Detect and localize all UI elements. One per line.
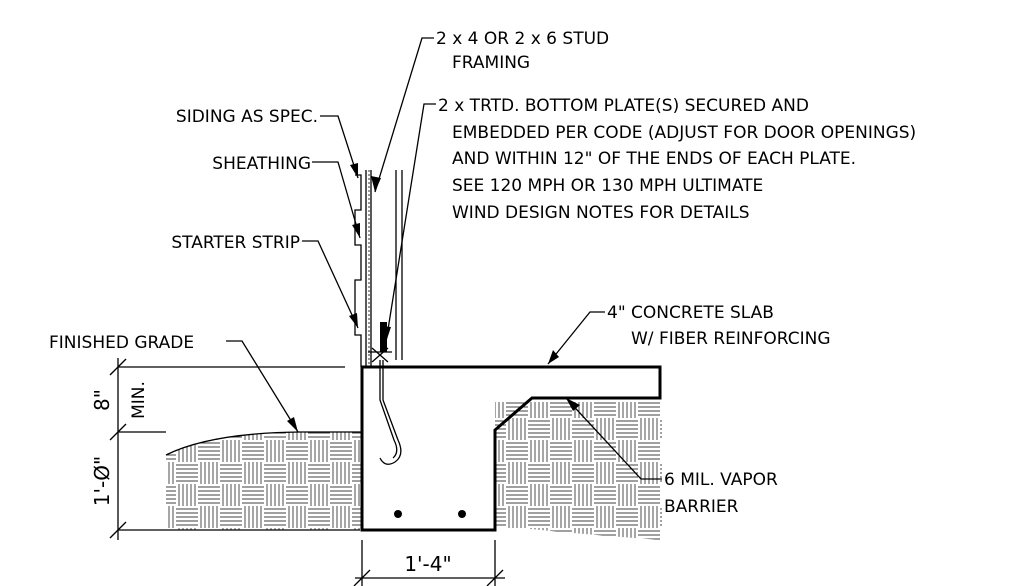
label-bottom-plate-4: SEE 120 MPH OR 130 MPH ULTIMATE (452, 176, 763, 196)
dimension-lines (109, 358, 505, 586)
dim-footing-depth: 1'-Ø" (90, 456, 114, 506)
label-sheathing: SHEATHING (212, 154, 311, 174)
dim-height-min-note: MIN. (129, 381, 149, 419)
label-bottom-plate-5: WIND DESIGN NOTES FOR DETAILS (452, 203, 750, 223)
soil-hatch (165, 402, 662, 540)
concrete-slab-footing (360, 365, 662, 532)
label-bottom-plate-3: AND WITHIN 12" OF THE ENDS OF EACH PLATE… (452, 149, 856, 169)
dim-height-above-grade: 8" (90, 389, 114, 411)
label-concrete-slab-1: 4" CONCRETE SLAB (607, 303, 774, 323)
wall-assembly (354, 170, 403, 367)
anchor-bolt-outline (379, 360, 398, 459)
dim-footing-width: 1'-4" (404, 552, 451, 576)
label-bottom-plate-2: EMBEDDED PER CODE (ADJUST FOR DOOR OPENI… (452, 123, 916, 143)
label-stud-framing-1: 2 x 4 OR 2 x 6 STUD (436, 29, 609, 49)
label-bottom-plate-1: 2 x TRTD. BOTTOM PLATE(S) SECURED AND (438, 96, 809, 116)
label-vapor-barrier-2: BARRIER (664, 497, 739, 517)
label-siding: SIDING AS SPEC. (176, 107, 318, 127)
label-concrete-slab-2: W/ FIBER REINFORCING (631, 329, 831, 349)
label-starter-strip: STARTER STRIP (171, 233, 300, 253)
leader-lines (226, 37, 662, 480)
anchor-bolt (379, 360, 402, 465)
label-vapor-barrier-1: 6 MIL. VAPOR (664, 470, 778, 490)
label-stud-framing-2: FRAMING (452, 53, 530, 73)
label-finished-grade: FINISHED GRADE (49, 333, 194, 353)
